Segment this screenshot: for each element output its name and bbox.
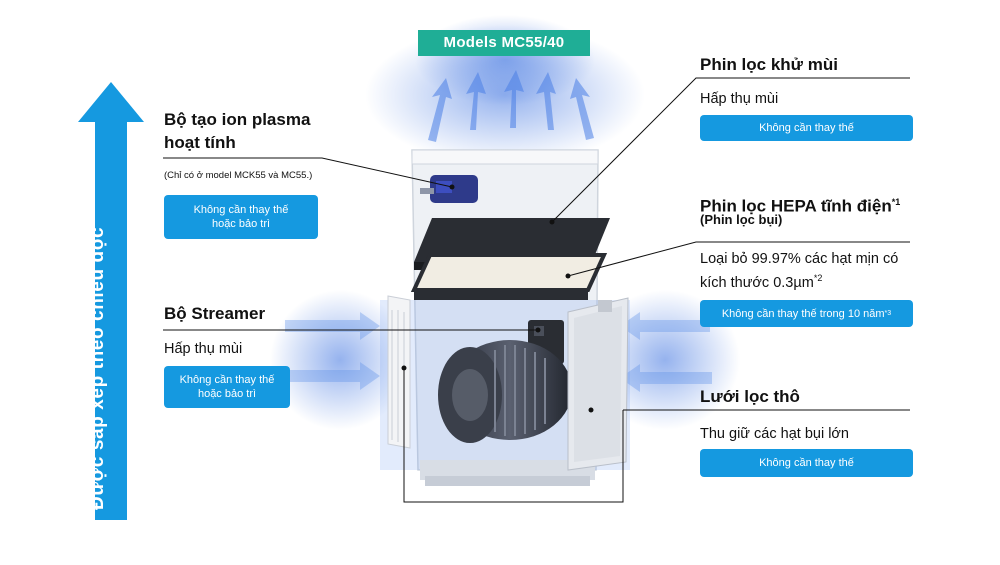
hepa-desc-line2: kích thước 0.3µm xyxy=(700,274,814,291)
prefilter-title: Lưới lọc thô xyxy=(700,387,800,406)
hepa-desc-sup: *2 xyxy=(813,273,823,283)
hepa-filter-shape xyxy=(410,253,608,300)
deodorizing-desc: Hấp thụ mùi xyxy=(700,91,779,107)
hepa-desc-line2-wrap: kích thước 0.3µm*2 xyxy=(700,269,898,293)
ion-title: Bộ tạo ion plasma hoạt tính xyxy=(164,108,310,154)
prefilter-shape xyxy=(567,297,629,471)
ion-title-line2: hoạt tính xyxy=(164,133,236,152)
streamer-button[interactable]: Không cần thay thế hoặc bảo trì xyxy=(164,366,290,408)
vertical-arrow-icon xyxy=(78,82,144,520)
hepa-desc: Loại bỏ 99.97% các hạt mịn có kích thước… xyxy=(700,250,898,293)
ion-generator-shape xyxy=(420,175,478,203)
ion-button-line2: hoặc bảo trì xyxy=(211,218,271,230)
prefilter-button[interactable]: Không cần thay thế xyxy=(700,449,913,477)
streamer-button-line2: hoặc bảo trì xyxy=(197,388,257,400)
streamer-button-line1: Không cần thay thế xyxy=(179,374,275,386)
model-badge: Models MC55/40 xyxy=(418,30,590,56)
deodorizing-button[interactable]: Không cần thay thế xyxy=(700,115,913,141)
fan-shape xyxy=(438,340,572,443)
hepa-title-sup: *1 xyxy=(891,197,901,207)
streamer-title: Bộ Streamer xyxy=(164,304,266,323)
prefilter-desc: Thu giữ các hạt bụi lớn xyxy=(700,426,849,442)
hepa-button[interactable]: Không cần thay thế trong 10 năm*3 xyxy=(700,300,913,327)
hepa-title: Phin lọc HEPA tĩnh điện*1 xyxy=(700,191,900,218)
ion-title-line1: Bộ tạo ion plasma xyxy=(164,110,311,129)
deodorizing-title: Phin lọc khử mùi xyxy=(700,55,838,74)
hepa-subtitle: (Phin lọc bụi) xyxy=(700,212,783,227)
hepa-button-text: Không cần thay thế trong 10 năm xyxy=(721,307,885,320)
ion-note: (Chỉ có ở model MCK55 và MC55.) xyxy=(164,170,313,181)
ion-button[interactable]: Không cần thay thế hoặc bảo trì xyxy=(164,195,318,239)
hepa-title-text: Phin lọc HEPA tĩnh điện xyxy=(700,196,892,216)
streamer-desc: Hấp thụ mùi xyxy=(164,341,243,357)
hepa-button-sup: *3 xyxy=(884,309,892,317)
hepa-desc-line1: Loại bỏ 99.97% các hạt mịn có xyxy=(700,251,899,267)
ion-button-line1: Không cần thay thế xyxy=(193,204,289,216)
